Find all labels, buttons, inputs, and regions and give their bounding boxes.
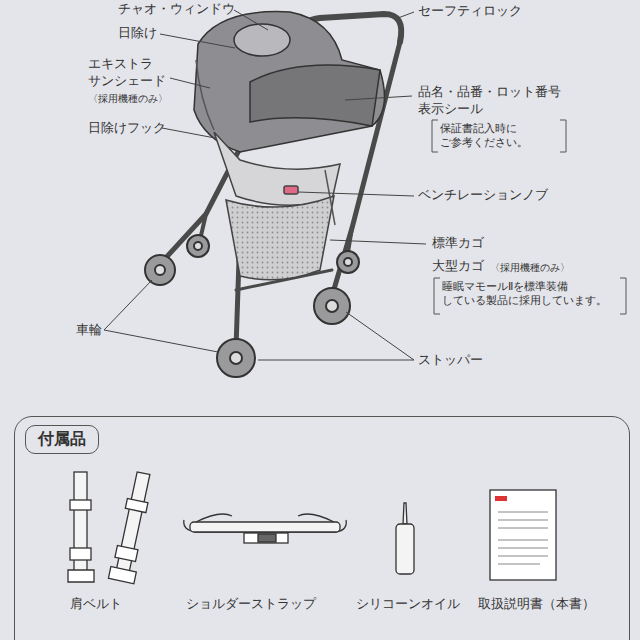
part-name: チャオ・ウィンドウ [118, 1, 235, 18]
note-text: 睡眠マモールⅡを標準装備 している製品に採用しています。 [442, 280, 622, 309]
accessory-name: 取扱説明書（本書） [478, 596, 595, 613]
part-name: 車輪 [76, 322, 102, 339]
part-name: セーフティロック [418, 3, 522, 20]
part-name: 日除けフック [88, 120, 166, 137]
accessory-name: ショルダーストラップ [186, 596, 316, 613]
section-heading: 付属品 [25, 425, 99, 454]
part-name: エキストラ サンシェード [88, 56, 178, 90]
wheels [145, 235, 359, 377]
canopy [194, 12, 385, 152]
accessory-name: 肩ベルト [70, 596, 122, 613]
note-text: 保証書記入時に ご参考ください。 [440, 122, 558, 151]
part-name: ベンチレーションノブ [418, 187, 548, 204]
seat-and-basket [214, 132, 340, 280]
note-brackets [432, 120, 626, 314]
note-text: 〈採用機種のみ〉 [88, 92, 168, 105]
note-text: 〈採用機種のみ〉 [490, 261, 570, 274]
part-name: 大型カゴ [432, 258, 484, 275]
part-name: 品名・品番・ロット番号 表示シール [418, 84, 578, 118]
part-name: 標準カゴ [432, 235, 484, 252]
accessory-illustrations [68, 471, 556, 584]
part-name: ストッパー [418, 352, 483, 369]
accessory-name: シリコーンオイル [356, 596, 460, 613]
part-name: 日除け [118, 25, 157, 42]
